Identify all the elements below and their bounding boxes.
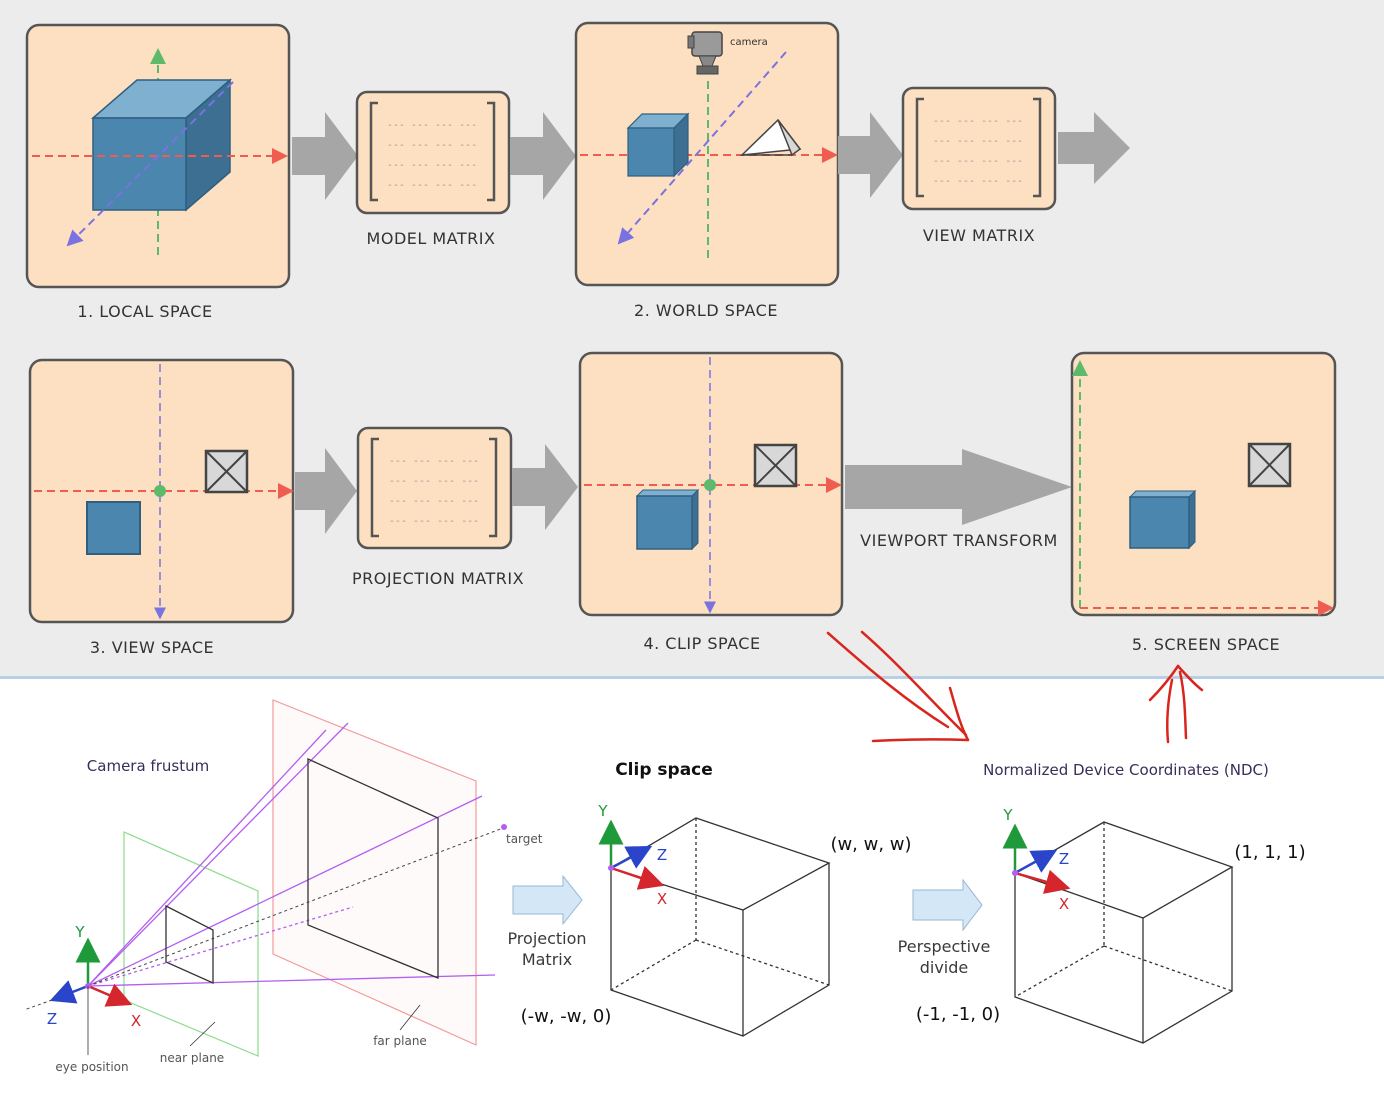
perspective-divide-arrow xyxy=(912,878,983,932)
near-plane-label: near plane xyxy=(160,1051,224,1065)
transform-arrow xyxy=(292,112,358,200)
frustum-x-axis-label: X xyxy=(131,1012,141,1030)
screen-space-label: 5. SCREEN SPACE xyxy=(1132,635,1280,654)
ndc-corner-min: (-1, -1, 0) xyxy=(916,1004,1000,1025)
clip-space-panel xyxy=(578,351,844,617)
clip-corner-max: (w, w, w) xyxy=(830,834,911,855)
transform-arrow xyxy=(838,112,903,198)
frustum-y-axis-label: Y xyxy=(74,923,85,941)
transform-arrow xyxy=(1058,112,1130,184)
world-space-panel: camera xyxy=(574,21,840,287)
ndc-x-axis-label: X xyxy=(1059,895,1069,913)
clip-space-label: 4. CLIP SPACE xyxy=(643,634,760,653)
viewport-transform-label: VIEWPORT TRANSFORM xyxy=(860,531,1058,550)
view-space-label: 3. VIEW SPACE xyxy=(90,638,214,657)
eye-position-label: eye position xyxy=(55,1060,128,1074)
ndc-cube xyxy=(1002,821,1234,1044)
svg-text:--- --- --- ---: --- --- --- --- xyxy=(933,156,1023,167)
world-space-label: 2. WORLD SPACE xyxy=(634,301,778,320)
ndc-y-axis-label: Y xyxy=(1002,806,1013,824)
view-matrix-box: --- --- --- --- --- --- --- --- --- --- … xyxy=(901,86,1057,211)
clip-arrow-line2: Matrix xyxy=(522,950,572,969)
ndc-arrow-line1: Perspective xyxy=(898,937,991,956)
svg-text:--- --- --- ---: --- --- --- --- xyxy=(387,120,477,131)
svg-text:--- --- --- ---: --- --- --- --- xyxy=(389,496,479,507)
projection-matrix-label: PROJECTION MATRIX xyxy=(352,569,524,588)
ndc-corner-max: (1, 1, 1) xyxy=(1234,842,1305,863)
annotation-arrows xyxy=(826,630,1204,744)
frustum-z-axis-label: Z xyxy=(47,1010,57,1028)
local-space-label: 1. LOCAL SPACE xyxy=(77,302,212,321)
svg-text:--- --- --- ---: --- --- --- --- xyxy=(387,140,477,151)
transform-arrow xyxy=(510,112,576,200)
clip-arrow-line1: Projection xyxy=(507,929,586,948)
transform-arrow xyxy=(512,444,578,530)
svg-text:--- --- --- ---: --- --- --- --- xyxy=(387,180,477,191)
svg-text:--- --- --- ---: --- --- --- --- xyxy=(387,160,477,171)
camera-frustum-title: Camera frustum xyxy=(87,757,209,775)
view-matrix-label: VIEW MATRIX xyxy=(923,226,1035,245)
clip-z-axis-label: Z xyxy=(657,846,667,864)
clip-space-cube xyxy=(598,817,831,1037)
camera-icon xyxy=(687,31,723,75)
projection-matrix-box: --- --- --- --- --- --- --- --- --- --- … xyxy=(356,426,513,550)
projection-matrix-arrow xyxy=(512,874,583,926)
local-space-panel xyxy=(25,23,291,289)
camera-label: camera xyxy=(730,37,768,48)
view-space-panel xyxy=(28,358,295,624)
far-plane-label: far plane xyxy=(373,1034,427,1048)
model-matrix-label: MODEL MATRIX xyxy=(367,229,496,248)
ndc-arrow-line2: divide xyxy=(920,958,969,977)
clip-x-axis-label: X xyxy=(657,890,667,908)
svg-text:--- --- --- ---: --- --- --- --- xyxy=(389,516,479,527)
transform-arrow xyxy=(295,448,357,534)
viewport-transform-arrow xyxy=(845,449,1072,525)
svg-text:--- --- --- ---: --- --- --- --- xyxy=(389,476,479,487)
model-matrix-box: --- --- --- --- --- --- --- --- --- --- … xyxy=(355,90,511,215)
camera-frustum-figure xyxy=(23,699,507,1057)
clip-corner-min: (-w, -w, 0) xyxy=(521,1006,612,1027)
svg-text:--- --- --- ---: --- --- --- --- xyxy=(933,116,1023,127)
clip-y-axis-label: Y xyxy=(597,802,608,820)
target-label: target xyxy=(506,832,543,846)
svg-text:--- --- --- ---: --- --- --- --- xyxy=(933,136,1023,147)
ndc-z-axis-label: Z xyxy=(1059,850,1069,868)
svg-text:--- --- --- ---: --- --- --- --- xyxy=(389,456,479,467)
clip-space-title: Clip space xyxy=(615,760,713,780)
panel-divider xyxy=(0,676,1384,679)
svg-text:--- --- --- ---: --- --- --- --- xyxy=(933,176,1023,187)
screen-space-panel xyxy=(1070,351,1337,617)
ndc-title: Normalized Device Coordinates (NDC) xyxy=(983,761,1269,779)
